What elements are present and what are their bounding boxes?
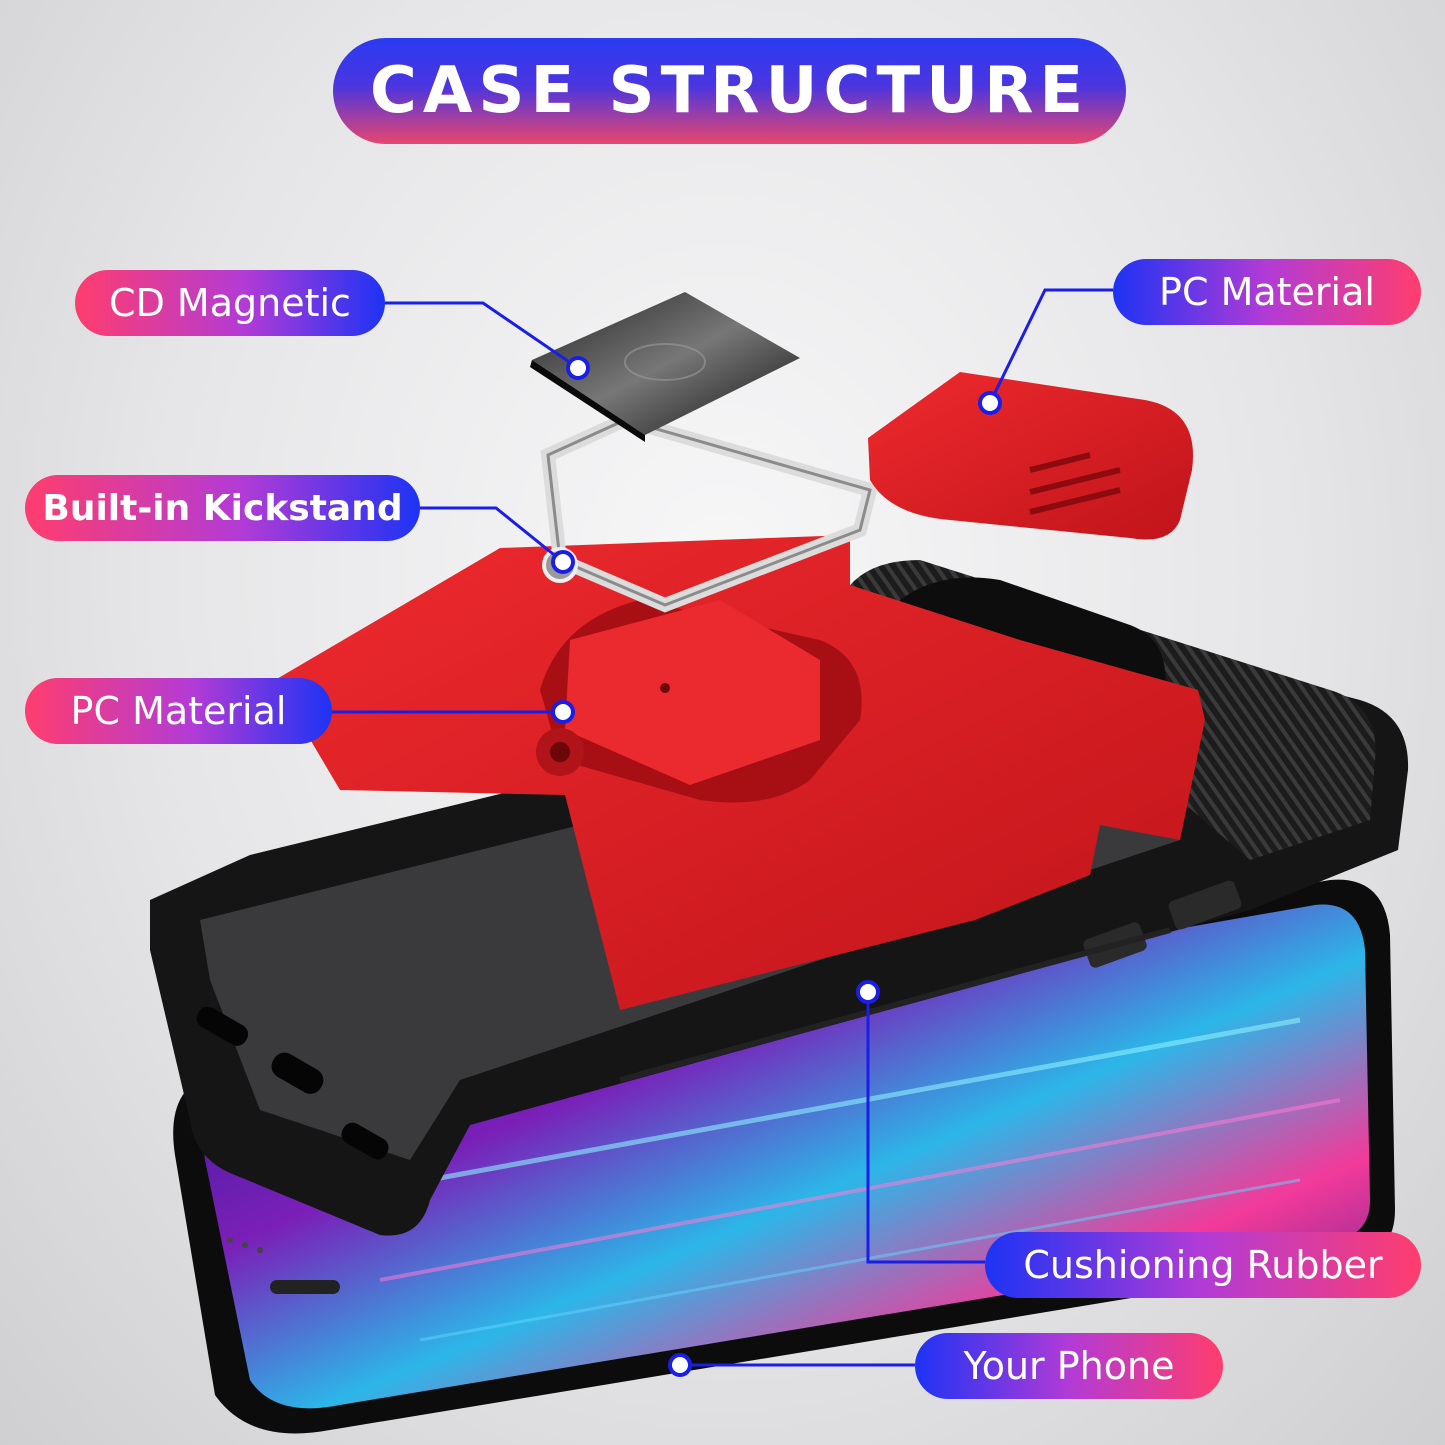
page-title: CASE STRUCTURE (333, 38, 1126, 144)
label-your-phone: Your Phone (915, 1333, 1223, 1399)
label-cushioning-rubber: Cushioning Rubber (985, 1232, 1421, 1298)
camera-slide-cover-icon (868, 372, 1194, 540)
cd-magnetic-plate-icon (530, 292, 800, 442)
callout-dots (551, 356, 1002, 1377)
callout-lines (332, 288, 1113, 1367)
label-pc-material-lens: PC Material (1113, 259, 1421, 325)
label-pc-material-plate: PC Material (25, 678, 332, 744)
label-cd-magnetic: CD Magnetic (75, 270, 385, 336)
red-pc-plate (275, 535, 1205, 1010)
label-built-in-kickstand: Built-in Kickstand (25, 475, 420, 541)
